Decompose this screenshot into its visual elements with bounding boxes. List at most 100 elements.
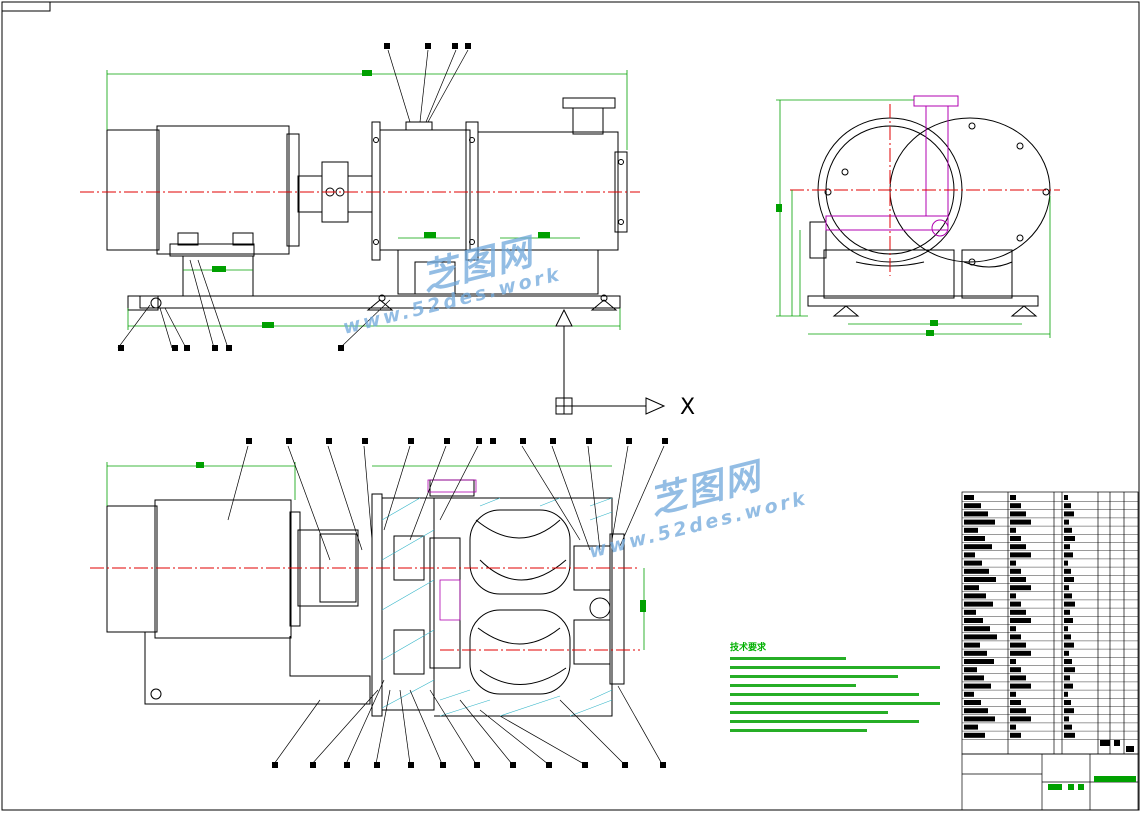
side-view [807,117,1051,317]
outlet-pipe [572,107,604,135]
parts-row-material [1010,650,1031,656]
parts-row-material [1010,503,1021,509]
parts-row-qty [1064,527,1072,533]
parts-row-name [964,601,993,607]
technical-requirement-line [730,702,940,705]
parts-row-material [1010,593,1016,599]
section-leaders-bottom [273,679,663,765]
parts-row-name [964,560,982,566]
motor-body [106,129,160,251]
parts-row-qty [1064,609,1070,615]
technical-requirement-line [730,720,919,723]
parts-row-name [964,536,985,541]
parts-row-material [1010,691,1016,697]
parts-row-qty [1064,536,1075,541]
technical-requirements: 技术要求 [730,640,940,738]
technical-requirements-title: 技术要求 [730,643,767,653]
parts-row-material [1010,552,1031,558]
section-balloons-bottom [272,762,666,768]
parts-row-qty [1064,642,1074,648]
parts-row-material [1010,675,1026,681]
parts-row-qty [1064,659,1072,664]
parts-row-qty [1064,519,1069,525]
parts-row-material [1010,585,1031,591]
parts-row-qty [1064,552,1073,558]
parts-row-name [964,618,983,623]
front-leaders [117,49,469,349]
parts-row-name [964,700,981,705]
parts-row-qty [1064,650,1069,656]
parts-row-qty [1064,503,1071,509]
parts-row-name [964,585,979,591]
technical-requirement-line [730,729,867,732]
parts-row-name [964,659,994,664]
section-balloons-top [246,438,668,444]
technical-requirement-line [730,657,846,660]
parts-row-material [1010,700,1021,705]
parts-rows [962,495,1138,740]
parts-row-qty [1064,626,1068,632]
parts-row-name [964,527,978,533]
parts-row-qty [1064,544,1070,550]
parts-row-name [964,667,977,673]
parts-row-name [964,642,980,648]
title-block [961,740,1139,811]
side-dimensions [776,99,1051,338]
parts-row-name [964,544,992,550]
parts-row-qty [1064,683,1073,689]
parts-row-name [964,708,988,714]
parts-row-material [1010,626,1016,632]
parts-row-name [964,634,997,640]
parts-row-qty [1064,495,1068,500]
parts-row-name [964,552,975,558]
parts-row-name [964,650,987,656]
parts-row-qty [1064,700,1071,705]
parts-row-material [1010,708,1026,714]
technical-requirement-line [730,684,856,687]
parts-list [961,491,1139,755]
parts-row-material [1010,568,1021,574]
technical-requirement-line [730,693,919,696]
section-hatch [381,497,613,717]
parts-row-material [1010,560,1016,566]
parts-row-qty [1064,568,1071,574]
parts-row-qty [1064,560,1068,566]
parts-row-material [1010,642,1026,648]
parts-row-material [1010,519,1031,525]
parts-row-material [1010,667,1021,673]
parts-row-qty [1064,593,1072,599]
parts-row-qty [1064,618,1073,623]
section-dimensions [106,462,646,650]
parts-row-qty [1064,577,1074,582]
parts-row-qty [1064,708,1074,714]
parts-row-qty [1064,585,1069,591]
axis-indicator [555,308,666,415]
parts-row-material [1010,511,1026,517]
parts-row-name [964,724,978,730]
parts-row-qty [1064,667,1075,673]
parts-row-name [964,716,995,722]
parts-row-name [964,495,974,500]
front-balloons [118,43,471,351]
parts-row-qty [1064,634,1071,640]
parts-row-material [1010,609,1026,615]
sheet-tab [1,1,51,12]
technical-requirement-line [730,711,888,714]
parts-row-material [1010,716,1031,722]
parts-row-qty [1064,724,1072,730]
parts-row-material [1010,724,1016,730]
parts-row-name [964,503,981,509]
front-dimensions [106,70,628,330]
parts-row-qty [1064,675,1070,681]
parts-row-name [964,593,986,599]
parts-row-material [1010,536,1021,541]
parts-row-qty [1064,716,1069,722]
parts-row-qty [1064,732,1075,738]
parts-row-name [964,519,995,525]
side-pipe [825,95,959,237]
technical-requirement-line [730,675,898,678]
parts-row-material [1010,527,1016,533]
parts-row-material [1010,683,1031,689]
parts-row-qty [1064,601,1075,607]
